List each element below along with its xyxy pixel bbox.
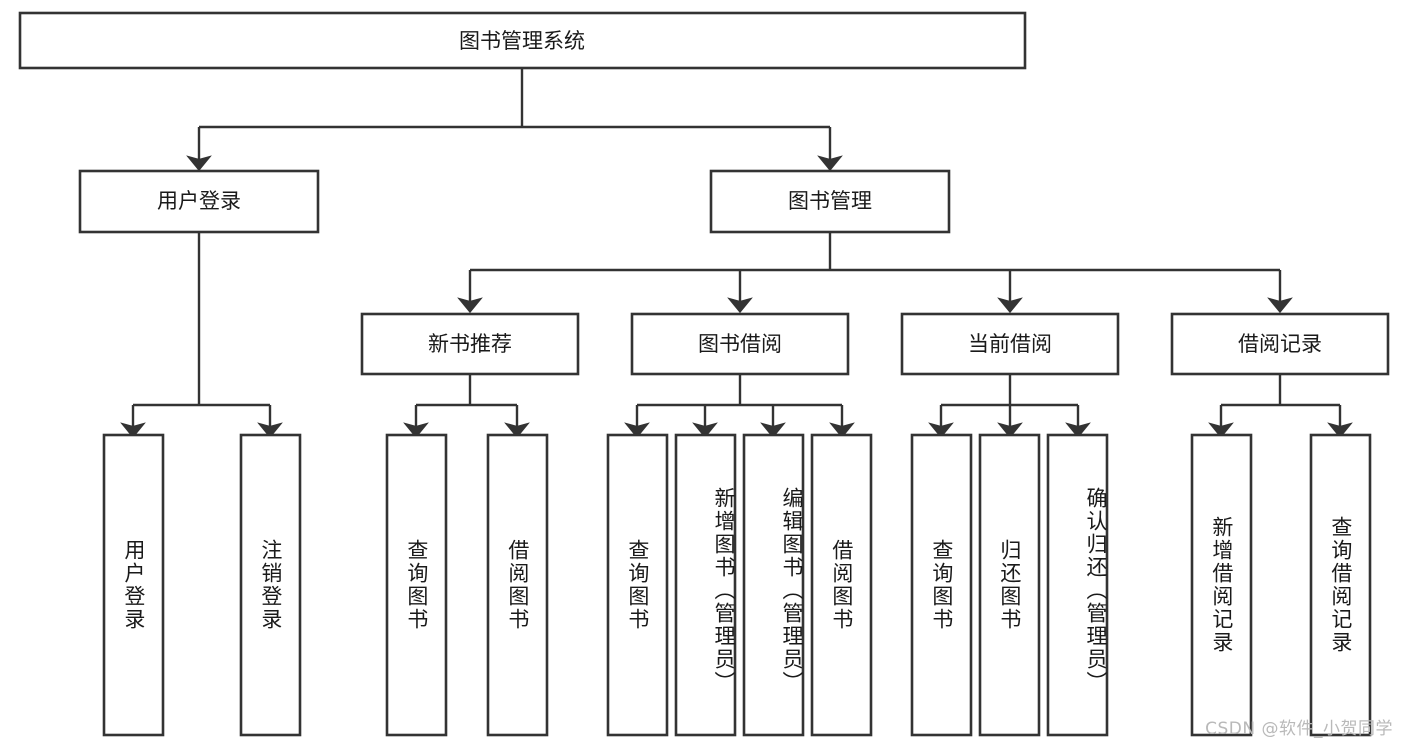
node-box-leaf-query-book-1[interactable] <box>385 433 448 737</box>
node-box-leaf-borrow-book-2[interactable] <box>810 433 873 737</box>
node-box-book-borrow[interactable] <box>630 312 850 376</box>
watermark-text: CSDN @软件_小贺同学 <box>1205 719 1393 739</box>
node-box-book-manage[interactable] <box>709 169 951 234</box>
node-box-new-book-recommend[interactable] <box>360 312 580 376</box>
node-label-book-manage: 图书管理 <box>788 189 872 213</box>
node-label-root: 图书管理系统 <box>459 29 585 53</box>
node-box-root[interactable] <box>18 11 1027 70</box>
node-label-book-borrow: 图书借阅 <box>698 332 782 356</box>
node-box-leaf-query-record[interactable] <box>1309 433 1372 737</box>
node-label-new-book-recommend: 新书推荐 <box>428 332 512 356</box>
node-label-borrow-record: 借阅记录 <box>1238 332 1322 356</box>
node-box-user-login[interactable] <box>78 169 320 234</box>
node-box-leaf-add-record[interactable] <box>1190 433 1253 737</box>
node-box-leaf-edit-book[interactable] <box>742 433 805 737</box>
node-box-leaf-query-book-2[interactable] <box>606 433 669 737</box>
connector-group-borrow-record <box>1208 374 1353 439</box>
connector-group-book-manage <box>457 233 1293 314</box>
node-box-borrow-record[interactable] <box>1170 312 1390 376</box>
connector-group-root <box>186 69 843 172</box>
node-box-leaf-borrow-book-1[interactable] <box>486 433 549 737</box>
node-label-user-login: 用户登录 <box>157 189 241 213</box>
connector-group-new-book-recommend <box>403 374 530 439</box>
node-box-leaf-query-book-3[interactable] <box>910 433 973 737</box>
node-label-current-borrow: 当前借阅 <box>968 332 1052 356</box>
connector-group-current-borrow <box>928 374 1091 439</box>
node-box-current-borrow[interactable] <box>900 312 1120 376</box>
node-box-leaf-add-book[interactable] <box>674 433 737 737</box>
node-box-leaf-user-logout[interactable] <box>239 433 302 737</box>
connector-group-user-login <box>120 233 283 439</box>
node-box-leaf-return-book[interactable] <box>978 433 1041 737</box>
node-box-leaf-confirm-return[interactable] <box>1046 433 1109 737</box>
connector-group-book-borrow <box>624 374 855 439</box>
node-box-leaf-user-login[interactable] <box>102 433 165 737</box>
